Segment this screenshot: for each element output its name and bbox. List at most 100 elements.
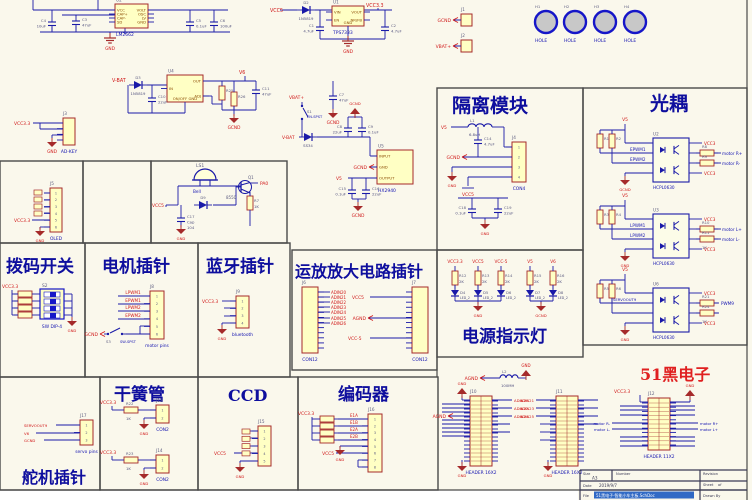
resistor[interactable] [316, 436, 338, 444]
resistor[interactable] [316, 415, 338, 423]
dip-switch[interactable] [39, 288, 65, 320]
resistor[interactable] [14, 297, 36, 305]
resistor-R5[interactable]: R5 [596, 280, 610, 302]
svg-text:3: 3 [374, 431, 376, 435]
svg-text:VCC3.3: VCC3.3 [447, 259, 463, 264]
resistor[interactable] [14, 311, 36, 319]
resistor[interactable] [316, 422, 338, 430]
svg-text:C2: C2 [391, 23, 397, 28]
connector-J1[interactable]: J1 [455, 7, 473, 27]
resistor-R26[interactable]: R26 [230, 88, 246, 110]
svg-text:ADIN24: ADIN24 [331, 310, 347, 315]
inductor-L1[interactable]: L16.8uH [467, 118, 493, 137]
resistor[interactable] [316, 429, 338, 437]
resistor-R10[interactable]: R10 [696, 220, 718, 233]
svg-text:Sheet: Sheet [703, 483, 714, 487]
capacitor-C2[interactable]: C24.7uF [381, 21, 402, 36]
svg-text:C18: C18 [459, 205, 467, 210]
buzzer[interactable] [192, 168, 218, 186]
connector-J2[interactable]: J2 [455, 33, 473, 53]
resistor[interactable] [14, 290, 36, 298]
diode-D9[interactable]: D9 [194, 195, 212, 209]
resistor-R3[interactable]: R3 [596, 206, 610, 228]
resistor-R9[interactable]: R9 [696, 154, 718, 167]
resistor-R8[interactable]: R8 [696, 144, 718, 157]
svg-text:J14: J14 [155, 448, 163, 453]
diode[interactable]: SS34 [299, 133, 317, 148]
resistor-R4[interactable]: R4 [608, 206, 622, 228]
resistor-R1[interactable]: R1 [596, 130, 610, 152]
capacitor-C9[interactable]: C90.1uF [358, 122, 379, 137]
wires [612, 395, 698, 447]
svg-text:0.1uF: 0.1uF [368, 130, 379, 135]
transistor-Q1[interactable]: Q1 [236, 175, 254, 194]
svg-text:ADIN25: ADIN25 [331, 316, 347, 321]
resistor-R21[interactable]: R21 [696, 294, 718, 307]
capacitor-C1[interactable]: C14.7uF [303, 21, 324, 36]
net-label: V5 [622, 193, 628, 199]
resistor-R6[interactable]: R6 [608, 280, 622, 302]
resistor-R2[interactable]: R2 [608, 130, 622, 152]
svg-text:D8: D8 [558, 290, 564, 295]
resistor-R25[interactable]: R25 [218, 82, 234, 104]
svg-text:运放放大电路插针: 运放放大电路插针 [295, 262, 423, 281]
resistor[interactable] [14, 304, 36, 312]
capacitor-C5[interactable]: C50.1uF [186, 16, 207, 31]
